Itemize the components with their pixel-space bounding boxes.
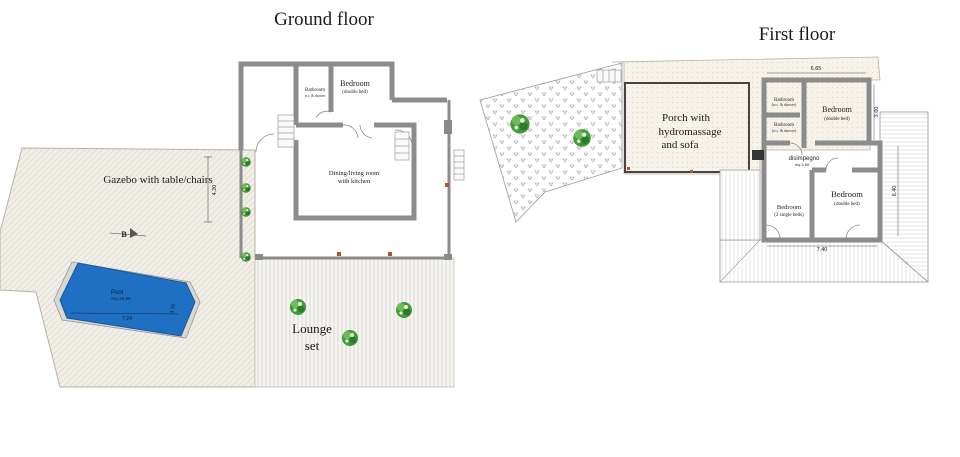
lounge-label-2: set xyxy=(305,338,320,353)
ff-bedroom-1-note: (double bed) xyxy=(824,117,850,122)
ff-top-dimension: 6.65 xyxy=(811,66,822,72)
gazebo-dimension xyxy=(204,156,212,223)
hall-area: mq 3.60 xyxy=(795,162,810,167)
gazebo-terrace xyxy=(0,147,256,388)
lounge-deck xyxy=(254,257,455,388)
lounge-label: Lounge xyxy=(292,321,332,336)
lounge-tree-icon xyxy=(290,299,306,315)
first-floor-title: First floor xyxy=(759,24,836,45)
gf-bedroom-note: (double bed) xyxy=(342,90,368,95)
porch-label: Porch with xyxy=(662,112,710,124)
pool-length: 7.24 xyxy=(122,316,132,322)
ff-bathroom-2-note: (w.c. & shower) xyxy=(772,129,797,133)
porch xyxy=(624,82,750,173)
ff-bedroom-1-label: Bedroom xyxy=(822,105,853,114)
hall-label: disimpegno xyxy=(789,156,820,162)
roof-left xyxy=(719,169,761,241)
ff-side-dimension: 6.40 xyxy=(892,186,898,197)
ff-bathroom-2-label: Bathroom xyxy=(774,123,794,128)
garden-slope xyxy=(479,62,623,223)
first-floor-plan: First floor Porch with hydromassage and … xyxy=(479,24,930,283)
ff-bedroom-2-label: Bedroom xyxy=(777,204,801,211)
ff-bathroom-1-note: (w.c. & shower) xyxy=(772,103,797,107)
ground-floor-title: Ground floor xyxy=(274,9,374,30)
garden-tree-icon xyxy=(510,114,530,134)
ff-right-dimension: 3.60 xyxy=(874,107,880,118)
gazebo-label: Gazebo with table/chairs xyxy=(103,174,212,186)
dining-room-label: Dining/living room xyxy=(329,170,379,177)
porch-label-3: and sofa xyxy=(662,139,699,151)
pool-width: 3.76 xyxy=(169,303,177,314)
porch-label-2: hydromassage xyxy=(659,126,722,138)
ff-bedroom-2-note: (2 single beds) xyxy=(774,213,804,218)
ground-floor-walls xyxy=(238,61,447,221)
pool xyxy=(59,262,196,337)
pool-label: Pool xyxy=(111,290,123,296)
ff-bedroom-3-label: Bedroom xyxy=(831,189,863,199)
gf-bathroom-label: Bathroom xyxy=(305,88,325,93)
section-mark-label: B xyxy=(121,230,127,239)
ff-bottom-dimension: 7.40 xyxy=(817,247,828,253)
gazebo-dimension-text: 4.20 xyxy=(212,185,218,196)
ff-bathroom-1-label: Bathroom xyxy=(774,98,794,103)
ground-floor-plan: Ground floor xyxy=(0,9,465,388)
gf-bedroom-label: Bedroom xyxy=(340,79,371,88)
dining-room-label-2: with kitchen xyxy=(338,178,371,185)
pool-area: mq 26.50 xyxy=(111,296,131,301)
gf-bathroom-note: w.c. & shower xyxy=(305,94,327,98)
ff-bedroom-3-note: (double bed) xyxy=(834,202,860,207)
first-floor-walls xyxy=(761,77,883,243)
section-mark-icon xyxy=(109,228,147,238)
